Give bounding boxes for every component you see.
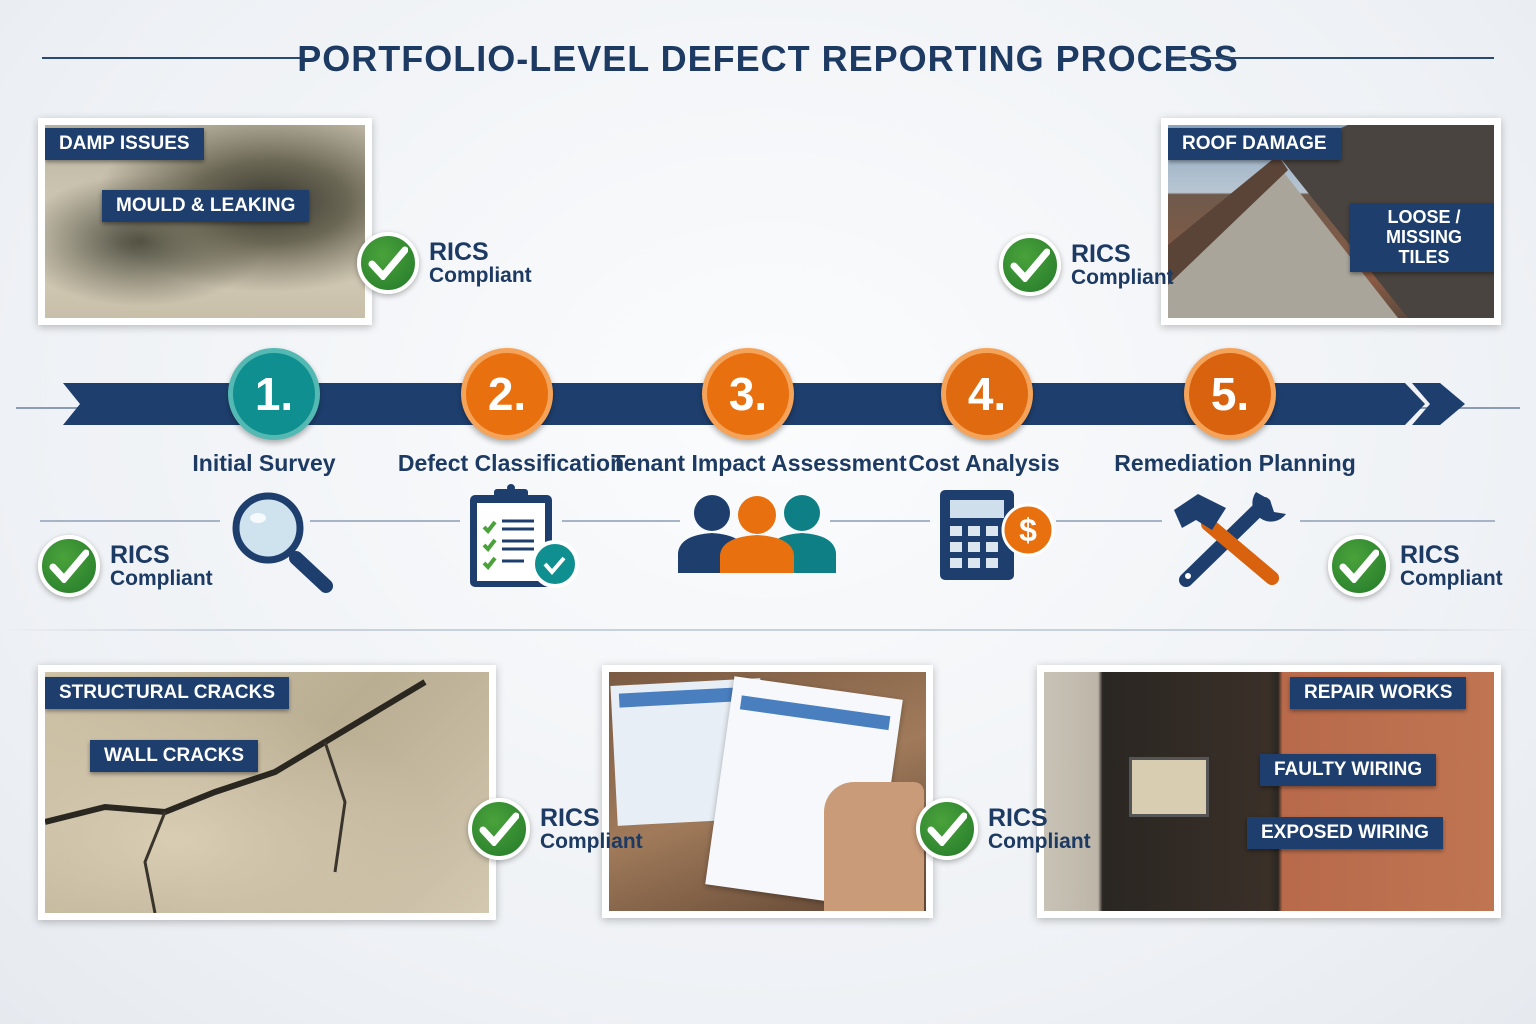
step-4-number: 4.	[941, 348, 1033, 440]
step-5-number: 5.	[1184, 348, 1276, 440]
green-check-icon	[1328, 535, 1390, 597]
connector-line	[1056, 520, 1162, 522]
repair-works-tag: REPAIR WORKS	[1290, 677, 1467, 709]
green-check-icon	[916, 798, 978, 860]
connector-line	[562, 520, 680, 522]
compliant-label: Compliant	[1400, 567, 1503, 591]
defect-report-documents-photo	[602, 665, 933, 918]
connector-line	[1300, 520, 1495, 522]
structural-cracks-tag: STRUCTURAL CRACKS	[45, 677, 290, 709]
roof-damage-photo: ROOF DAMAGE LOOSE / MISSING TILES	[1161, 118, 1501, 325]
step-2-number: 2.	[461, 348, 553, 440]
faulty-wiring-callout: FAULTY WIRING	[1260, 754, 1437, 786]
compliant-label: Compliant	[1071, 266, 1174, 290]
svg-text:$: $	[1019, 512, 1037, 548]
connector-line	[310, 520, 460, 522]
step-4-label: Cost Analysis	[908, 450, 1060, 476]
rics-label: RICS	[110, 540, 170, 569]
clipboard-checklist-icon	[470, 484, 579, 588]
step-3-number: 3.	[702, 348, 794, 440]
structural-cracks-photo: STRUCTURAL CRACKS WALL CRACKS	[38, 665, 496, 920]
exposed-wiring-callout: EXPOSED WIRING	[1247, 817, 1443, 849]
step-1-label: Initial Survey	[192, 450, 336, 476]
green-check-icon	[357, 232, 419, 294]
calculator-dollar-icon: $	[940, 490, 1055, 580]
green-check-icon	[468, 798, 530, 860]
wall-cracks-callout: WALL CRACKS	[90, 740, 259, 772]
roof-damage-tag: ROOF DAMAGE	[1168, 128, 1341, 160]
damp-issues-photo: DAMP ISSUES MOULD & LEAKING	[38, 118, 372, 325]
people-group-icon	[678, 495, 836, 573]
rics-label: RICS	[429, 237, 489, 266]
page-title: PORTFOLIO-LEVEL DEFECT REPORTING PROCESS	[297, 38, 1239, 79]
rics-label: RICS	[1071, 239, 1131, 268]
compliant-label: Compliant	[110, 567, 213, 591]
hammer-wrench-icon	[1174, 492, 1286, 587]
rics-label: RICS	[540, 803, 600, 832]
step-5-label: Remediation Planning	[1114, 450, 1356, 476]
compliant-label: Compliant	[540, 830, 643, 854]
step-2-label: Defect Classification	[397, 450, 625, 476]
compliant-label: Compliant	[429, 264, 532, 288]
green-check-icon	[38, 535, 100, 597]
section-divider	[0, 629, 1536, 631]
damp-issues-tag: DAMP ISSUES	[45, 128, 204, 160]
rics-label: RICS	[988, 803, 1048, 832]
title-rule-left	[42, 57, 304, 59]
green-check-icon	[999, 234, 1061, 296]
mould-leaking-callout: MOULD & LEAKING	[102, 190, 310, 222]
rics-label: RICS	[1400, 540, 1460, 569]
connector-line	[40, 520, 220, 522]
title-rule-right	[1177, 57, 1494, 59]
step-3-label: Tenant Impact Assessment	[611, 450, 907, 476]
step-1-number: 1.	[228, 348, 320, 440]
magnifying-glass-icon	[232, 492, 333, 593]
compliant-label: Compliant	[988, 830, 1091, 854]
connector-line	[830, 520, 930, 522]
repair-works-wiring-photo: REPAIR WORKS FAULTY WIRING EXPOSED WIRIN…	[1037, 665, 1501, 918]
loose-missing-tiles-callout: LOOSE / MISSING TILES	[1350, 203, 1494, 273]
